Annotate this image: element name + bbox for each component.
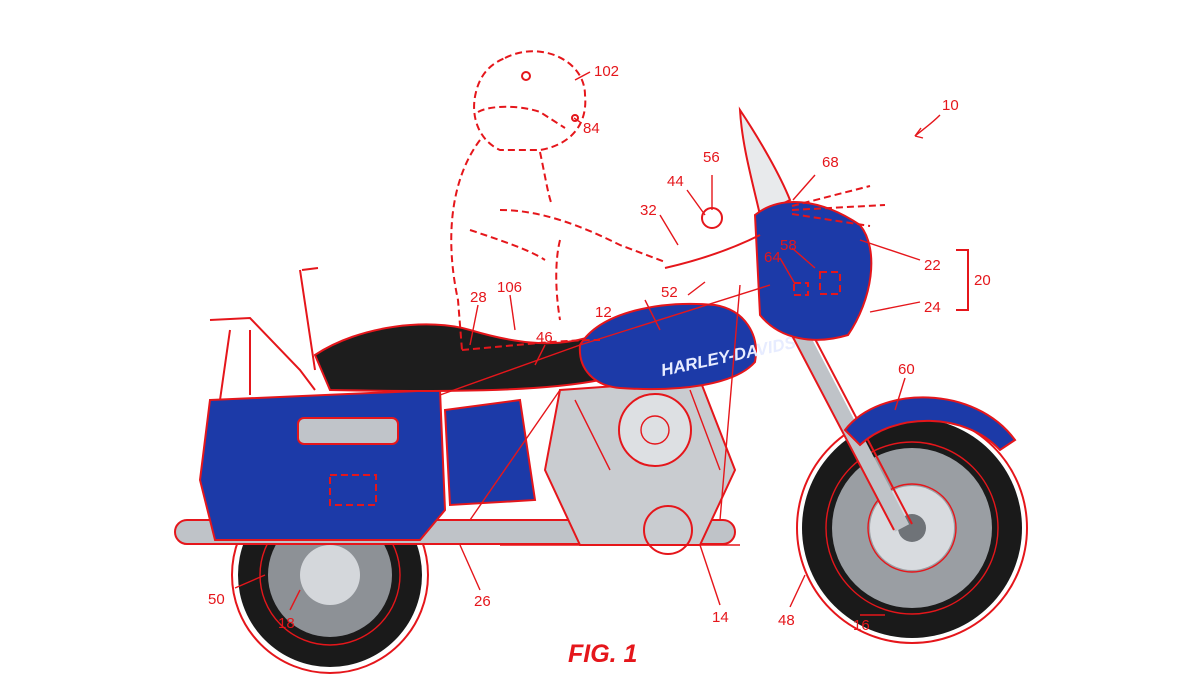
ref-label: 102	[594, 63, 619, 80]
rider-outline	[450, 50, 666, 351]
side-panel	[443, 398, 537, 507]
front-wheel	[796, 412, 1028, 644]
ref-label: 12	[595, 304, 612, 321]
reference-numerals: 10 12 14 16 18 20 22 24 26 28 32 44 46 4…	[208, 63, 991, 634]
engine	[543, 378, 737, 555]
ref-label: 68	[822, 154, 839, 171]
handlebar	[664, 207, 761, 269]
ref-label: 14	[712, 609, 729, 626]
figure-caption: FIG. 1	[568, 640, 637, 668]
ref-label: 20	[974, 272, 991, 289]
ref-label: 44	[667, 173, 684, 190]
ref-label: 18	[278, 615, 295, 632]
ref-label: 60	[898, 361, 915, 378]
front-fender	[843, 396, 1017, 452]
seat	[313, 323, 602, 392]
ref-label: 24	[924, 299, 941, 316]
ref-label: 48	[778, 612, 795, 629]
frame-outline	[209, 267, 771, 546]
ref-label: 58	[780, 237, 797, 254]
fairing	[753, 201, 873, 341]
ref-label: 52	[661, 284, 678, 301]
bracket-20	[956, 249, 969, 311]
ref-label: 84	[583, 120, 600, 137]
headlight-beam	[791, 185, 886, 227]
windshield	[738, 106, 792, 217]
ref-label: 56	[703, 149, 720, 166]
ref-label: 106	[497, 279, 522, 296]
ref-label: 64	[764, 249, 781, 266]
leader-lines	[234, 71, 941, 616]
ref-label: 16	[853, 617, 870, 634]
ref-label: 46	[536, 329, 553, 346]
ref-label: 50	[208, 591, 225, 608]
ref-label: 10	[942, 97, 959, 114]
ref-label: 32	[640, 202, 657, 219]
saddlebag	[198, 388, 447, 541]
ref-label: 28	[470, 289, 487, 306]
ref-label: 22	[924, 257, 941, 274]
ref-label: 26	[474, 593, 491, 610]
